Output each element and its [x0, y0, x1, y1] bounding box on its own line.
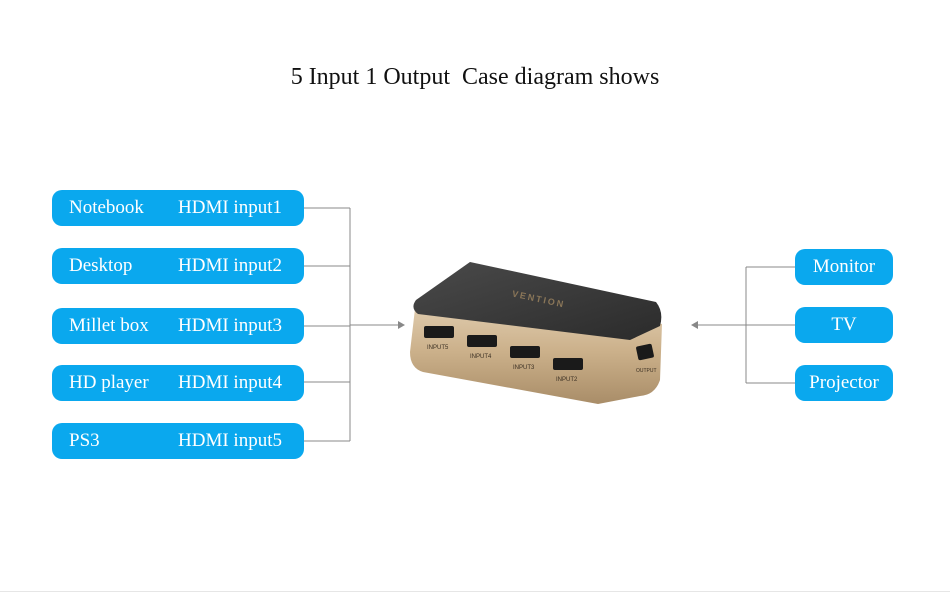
input-port-label: HDMI input4	[178, 372, 282, 393]
output-pill-monitor: Monitor	[795, 249, 893, 285]
output-pill-projector: Projector	[795, 365, 893, 401]
input-device-label: Desktop	[69, 255, 133, 276]
input-pill-5: PS3 HDMI input5	[52, 423, 304, 459]
device-top	[413, 262, 662, 340]
hdmi-port-icon	[510, 346, 540, 358]
input-pill-4: HD player HDMI input4	[52, 365, 304, 401]
input-port-label: HDMI input1	[178, 197, 282, 218]
hdmi-port-icon	[424, 326, 454, 338]
input-port-label: HDMI input5	[178, 430, 282, 451]
input-pill-1: Notebook HDMI input1	[52, 190, 304, 226]
input-pill-3: Millet box HDMI input3	[52, 308, 304, 344]
output-pill-tv: TV	[795, 307, 893, 343]
arrow-to-device-icon	[398, 321, 405, 329]
input-pill-2: Desktop HDMI input2	[52, 248, 304, 284]
input-port-label: HDMI input2	[178, 255, 282, 276]
port-label: INPUT2	[556, 377, 578, 383]
input-device-label: PS3	[69, 430, 100, 451]
input-device-label: Notebook	[69, 197, 144, 218]
hdmi-port-icon	[467, 335, 497, 347]
bottom-divider	[0, 591, 950, 592]
port-label: INPUT5	[427, 345, 449, 351]
port-label: INPUT3	[513, 365, 535, 371]
port-label: INPUT4	[470, 354, 492, 360]
diagram-title: 5 Input 1 Output Case diagram shows	[290, 64, 660, 90]
input-device-label: HD player	[69, 372, 149, 393]
input-port-label: HDMI input3	[178, 315, 282, 336]
input-device-label: Millet box	[69, 315, 149, 336]
port-label: OUTPUT	[636, 368, 657, 374]
arrow-from-device-icon	[691, 321, 698, 329]
hdmi-port-icon	[553, 358, 583, 370]
hdmi-output-port-icon	[636, 343, 654, 361]
